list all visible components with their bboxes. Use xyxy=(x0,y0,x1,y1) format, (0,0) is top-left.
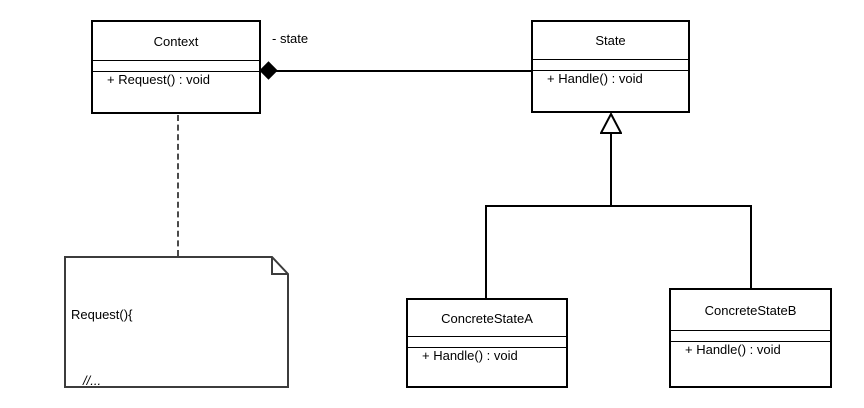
class-attributes-state xyxy=(533,60,688,70)
class-separator xyxy=(93,71,259,72)
class-separator xyxy=(408,336,566,337)
note-code-text: Request(){ //... state.Handle() //... } xyxy=(71,260,165,408)
class-attributes-concrete-state-a xyxy=(408,337,566,347)
class-separator xyxy=(671,330,830,331)
association-label-state: - state xyxy=(272,31,309,46)
class-separator xyxy=(671,341,830,342)
composition-diamond xyxy=(259,61,278,80)
note-line-1: //... xyxy=(83,373,102,388)
class-name-context: Context xyxy=(153,33,199,49)
composition-line-context-state xyxy=(268,70,531,72)
class-box-concrete-state-a[interactable]: ConcreteStateA + Handle() : void xyxy=(406,298,568,388)
class-name-state: State xyxy=(595,33,626,48)
class-operation-handle-a: + Handle() : void xyxy=(422,348,518,363)
class-operation-handle: + Handle() : void xyxy=(547,71,643,86)
class-name-concrete-state-a: ConcreteStateA xyxy=(441,310,533,326)
class-separator xyxy=(408,347,566,348)
class-name-concrete-state-b: ConcreteStateB xyxy=(704,302,797,318)
class-separator xyxy=(93,60,259,61)
class-attributes-concrete-state-b xyxy=(671,331,830,341)
note-box-request[interactable]: Request(){ //... state.Handle() //... } xyxy=(64,256,289,388)
generalization-stem xyxy=(610,132,612,206)
class-box-context[interactable]: Context + Request() : void xyxy=(91,20,261,114)
class-attributes-context xyxy=(93,61,259,71)
note-shape xyxy=(64,256,289,388)
generalization-bus xyxy=(485,205,752,207)
class-box-state[interactable]: State + Handle() : void xyxy=(531,20,690,113)
class-operation-request: + Request() : void xyxy=(107,72,210,87)
note-anchor-dashed-line xyxy=(177,115,179,256)
class-separator xyxy=(533,59,688,60)
note-line-0: Request(){ xyxy=(71,307,133,322)
class-operation-handle-b: + Handle() : void xyxy=(685,342,781,357)
class-box-concrete-state-b[interactable]: ConcreteStateB + Handle() : void xyxy=(669,288,832,388)
generalization-branch-concrete-state-a xyxy=(485,205,487,299)
generalization-branch-concrete-state-b xyxy=(750,205,752,289)
class-separator xyxy=(533,70,688,71)
